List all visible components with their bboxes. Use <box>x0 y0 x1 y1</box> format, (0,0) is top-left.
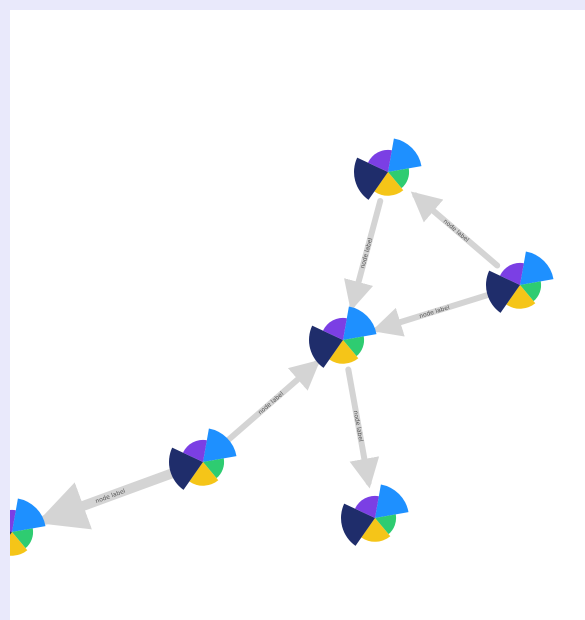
node-slice <box>309 325 343 368</box>
edge-label: node label <box>359 237 374 269</box>
node-slice <box>343 306 377 340</box>
node-center[interactable] <box>309 306 377 368</box>
node-slice <box>388 138 422 172</box>
node-slice <box>10 531 12 535</box>
node-right[interactable] <box>486 251 554 313</box>
edge-line[interactable] <box>36 467 180 530</box>
edge-line[interactable] <box>222 359 321 446</box>
edge-lower-left-far-left[interactable]: node label <box>36 467 180 530</box>
node-slice <box>506 285 536 309</box>
edge-line[interactable] <box>371 290 495 337</box>
node-slice <box>499 262 524 285</box>
node-slice <box>322 317 347 340</box>
node-slice <box>374 172 404 196</box>
node-far-left[interactable] <box>10 498 46 560</box>
node-slice <box>341 503 375 546</box>
node-slice <box>520 281 542 302</box>
node-slice <box>486 270 520 313</box>
node-slice <box>10 509 16 532</box>
node-bottom[interactable] <box>341 484 409 546</box>
node-slice <box>367 149 392 172</box>
node-slice <box>354 157 388 200</box>
node-slice <box>343 336 365 357</box>
node-slice <box>375 514 397 535</box>
node-slice <box>520 251 554 285</box>
node-slice <box>10 532 28 556</box>
graph-svg[interactable]: node label node label node label node label… <box>10 10 585 620</box>
edge-right-top[interactable]: node label <box>410 191 501 269</box>
edge-line[interactable] <box>345 366 380 489</box>
edge-label: node label <box>352 410 365 442</box>
node-slice <box>203 458 225 479</box>
edge-top-center[interactable]: node label <box>344 197 384 312</box>
node-top[interactable] <box>354 138 422 200</box>
node-slice <box>329 340 359 364</box>
node-slice <box>203 428 237 462</box>
edge-right-center[interactable]: node label <box>371 290 495 337</box>
node-slice <box>354 495 379 518</box>
edge-label: node label <box>257 390 286 416</box>
node-slice <box>169 447 203 490</box>
node-slice <box>375 484 409 518</box>
edge-line[interactable] <box>344 197 384 312</box>
edge-label: node label <box>418 304 450 320</box>
edge-lower-left-center[interactable]: node label <box>222 359 321 446</box>
edge-line[interactable] <box>410 191 501 269</box>
node-slice <box>12 498 46 532</box>
node-slice <box>12 528 34 549</box>
edge-center-bottom[interactable]: node label <box>345 366 380 489</box>
node-slice <box>189 462 219 486</box>
graph-canvas[interactable]: node label node label node label node label… <box>10 10 585 620</box>
node-slice <box>361 518 391 542</box>
node-slice <box>388 168 410 189</box>
edge-label: node label <box>442 218 471 244</box>
node-slice <box>182 439 207 462</box>
node-lower-left[interactable] <box>169 428 237 490</box>
